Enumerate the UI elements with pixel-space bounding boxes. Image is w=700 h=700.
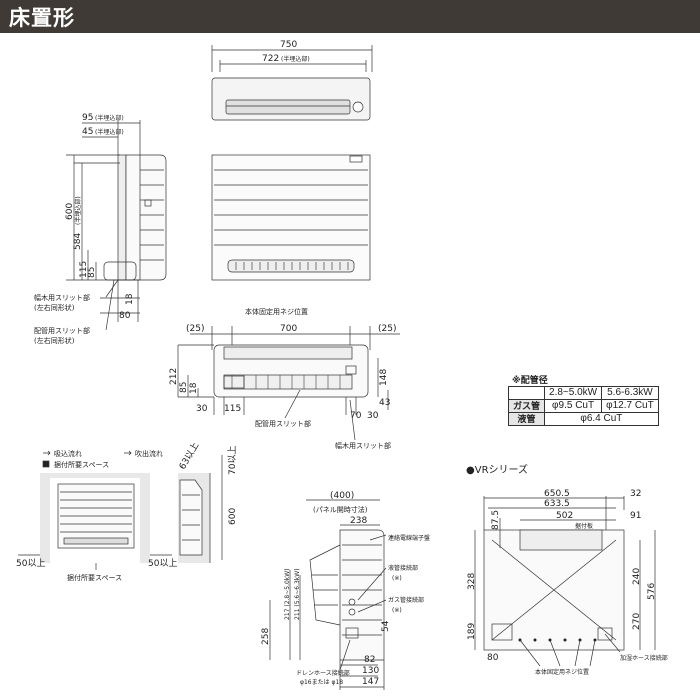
dim-130: 130 <box>362 666 379 676</box>
label-pipe-slit-b: 配管用スリット部 <box>255 419 311 428</box>
front-top-view: 750 722 (半埋込部) <box>211 40 373 121</box>
vr-back-view: 650.5 633.5 502 32 91 据付板 87.5 328 240 5… <box>467 489 668 676</box>
label-baseboard-slit: 幅木用スリット部 <box>34 293 90 302</box>
dim-82: 82 <box>364 655 375 665</box>
row-label-liquid: 液管 <box>507 412 546 426</box>
dim-43: 43 <box>379 398 390 408</box>
label-bottom-space: 据付所要スペース <box>67 573 122 582</box>
dim-600-space: 600 <box>228 508 238 525</box>
dim-502: 502 <box>556 511 573 521</box>
dim-18: 18 <box>125 293 135 305</box>
note-45: (半埋込部) <box>95 128 124 136</box>
dim-right-50: 50以上 <box>148 558 177 569</box>
dim-147: 147 <box>362 677 379 687</box>
dim-750: 750 <box>280 40 297 50</box>
dim-85b: 85 <box>179 382 189 393</box>
note-liquid: (※) <box>392 575 402 582</box>
note-half-embedded: (半埋込部) <box>281 55 310 63</box>
row-label-gas: ガス管 <box>507 399 546 413</box>
dim-722: 722 <box>262 54 279 64</box>
label-mount-plate: 据付板 <box>575 522 593 530</box>
dim-240: 240 <box>632 568 642 585</box>
dim-70-plus: 70以上 <box>227 446 238 475</box>
label-drain-sub: φ16または φ18 <box>300 679 343 686</box>
dim-211: 211 (5.6~6.3kW) <box>294 568 301 620</box>
dim-18b: 18 <box>189 382 199 394</box>
dim-91: 91 <box>630 511 641 521</box>
dim-700: 700 <box>280 324 297 334</box>
dim-63: 63以上 <box>177 440 201 471</box>
dim-115b: 115 <box>224 404 241 414</box>
gas-large: φ12.7 CuT <box>601 399 659 413</box>
table-header-small: 2.8~5.0kW <box>544 386 603 400</box>
header-bar: 床置形 <box>0 0 700 33</box>
pipe-spec-title: ※配管径 <box>512 376 548 386</box>
dim-217: 217 (2.8~5.0kW) <box>284 568 291 620</box>
note-95: (半埋込部) <box>95 114 124 122</box>
install-space-view: 吸込流れ 吹出流れ 据付所要スペース 63以上 70以上 600 50以上 50… <box>16 440 238 582</box>
label-terminal: 連絡電線端子盤 <box>388 534 430 542</box>
gas-small: φ9.5 CuT <box>544 399 603 413</box>
dim-212: 212 <box>169 368 179 385</box>
side-pipe-view: (400) (パネル開時寸法) 238 258 217 (2.8~5.0kW) … <box>261 491 430 690</box>
label-baseboard-slit-sub: (左右同形状) <box>34 303 75 312</box>
table-row: 2.8~5.0kW 5.6-6.3kW <box>507 386 659 400</box>
dim-left-25: (25) <box>186 324 204 334</box>
dim-54: 54 <box>381 620 391 632</box>
dim-45: 45 <box>82 127 93 137</box>
note-584: (半埋込部) <box>74 196 82 225</box>
table-header-empty <box>507 386 546 400</box>
label-pipe-slit: 配管用スリット部 <box>34 326 90 335</box>
dim-576: 576 <box>647 583 657 600</box>
dim-650-5: 650.5 <box>544 489 570 499</box>
dim-270: 270 <box>632 613 642 630</box>
dim-left-50: 50以上 <box>16 558 45 569</box>
dim-258: 258 <box>261 628 271 645</box>
dim-400: (400) <box>330 491 354 501</box>
dim-189: 189 <box>467 623 477 640</box>
dim-600: 600 <box>65 203 75 220</box>
front-main-view <box>211 154 371 281</box>
page-title: 床置形 <box>9 6 75 30</box>
liquid-all: φ6.4 CuT <box>544 412 659 426</box>
note-panel-open: (パネル開時寸法) <box>313 505 368 514</box>
dim-584: 584 <box>73 233 83 250</box>
note-gas: (※) <box>392 607 402 614</box>
label-pipe-slit-sub: (左右同形状) <box>34 336 75 345</box>
dim-115: 115 <box>79 261 89 278</box>
table-row: ガス管 φ9.5 CuT φ12.7 CuT <box>507 399 659 413</box>
dim-238: 238 <box>350 516 367 526</box>
dim-30: 30 <box>196 404 208 414</box>
dim-95: 95 <box>82 113 93 123</box>
table-header-large: 5.6-6.3kW <box>601 386 659 400</box>
legend-intake: 吸込流れ <box>54 449 82 458</box>
label-screw-pos-back: 本体固定用ネジ位置 <box>535 668 589 676</box>
label-drain: ドレンホース接続部 <box>296 669 350 677</box>
label-liquid: 液管接続部 <box>388 564 418 572</box>
label-humid-hose: 加湿ホース接続部 <box>620 654 668 662</box>
dim-85: 85 <box>87 267 97 278</box>
label-screw-pos: 本体固定用ネジ位置 <box>245 307 308 316</box>
legend-space: 据付所要スペース <box>54 460 109 469</box>
dim-70: 70 <box>350 411 362 421</box>
dim-148: 148 <box>379 369 389 386</box>
bottom-view: 本体固定用ネジ位置 (25) 700 (25) 212 85 18 148 30 <box>169 307 400 450</box>
dim-80-back: 80 <box>487 653 499 663</box>
label-baseboard-slit-b: 幅木用スリット部 <box>335 441 391 450</box>
dim-32: 32 <box>630 489 641 499</box>
pipe-spec-table: 2.8~5.0kW 5.6-6.3kW ガス管 φ9.5 CuT φ12.7 C… <box>507 386 659 426</box>
legend-outlet: 吹出流れ <box>135 449 163 458</box>
dim-633-5: 633.5 <box>544 499 570 509</box>
dim-80: 80 <box>119 311 131 321</box>
vr-series-title: ●VRシリーズ <box>466 465 529 476</box>
label-gas: ガス管接続部 <box>388 596 424 604</box>
side-view: 95 (半埋込部) 45 (半埋込部) 600 584 (半埋込部) 115 8… <box>34 113 167 345</box>
dim-right-25: (25) <box>378 324 396 334</box>
table-row: 液管 φ6.4 CuT <box>507 412 659 426</box>
dim-87-5: 87.5 <box>491 510 501 530</box>
dim-30b: 30 <box>367 411 379 421</box>
dim-328: 328 <box>467 573 477 590</box>
